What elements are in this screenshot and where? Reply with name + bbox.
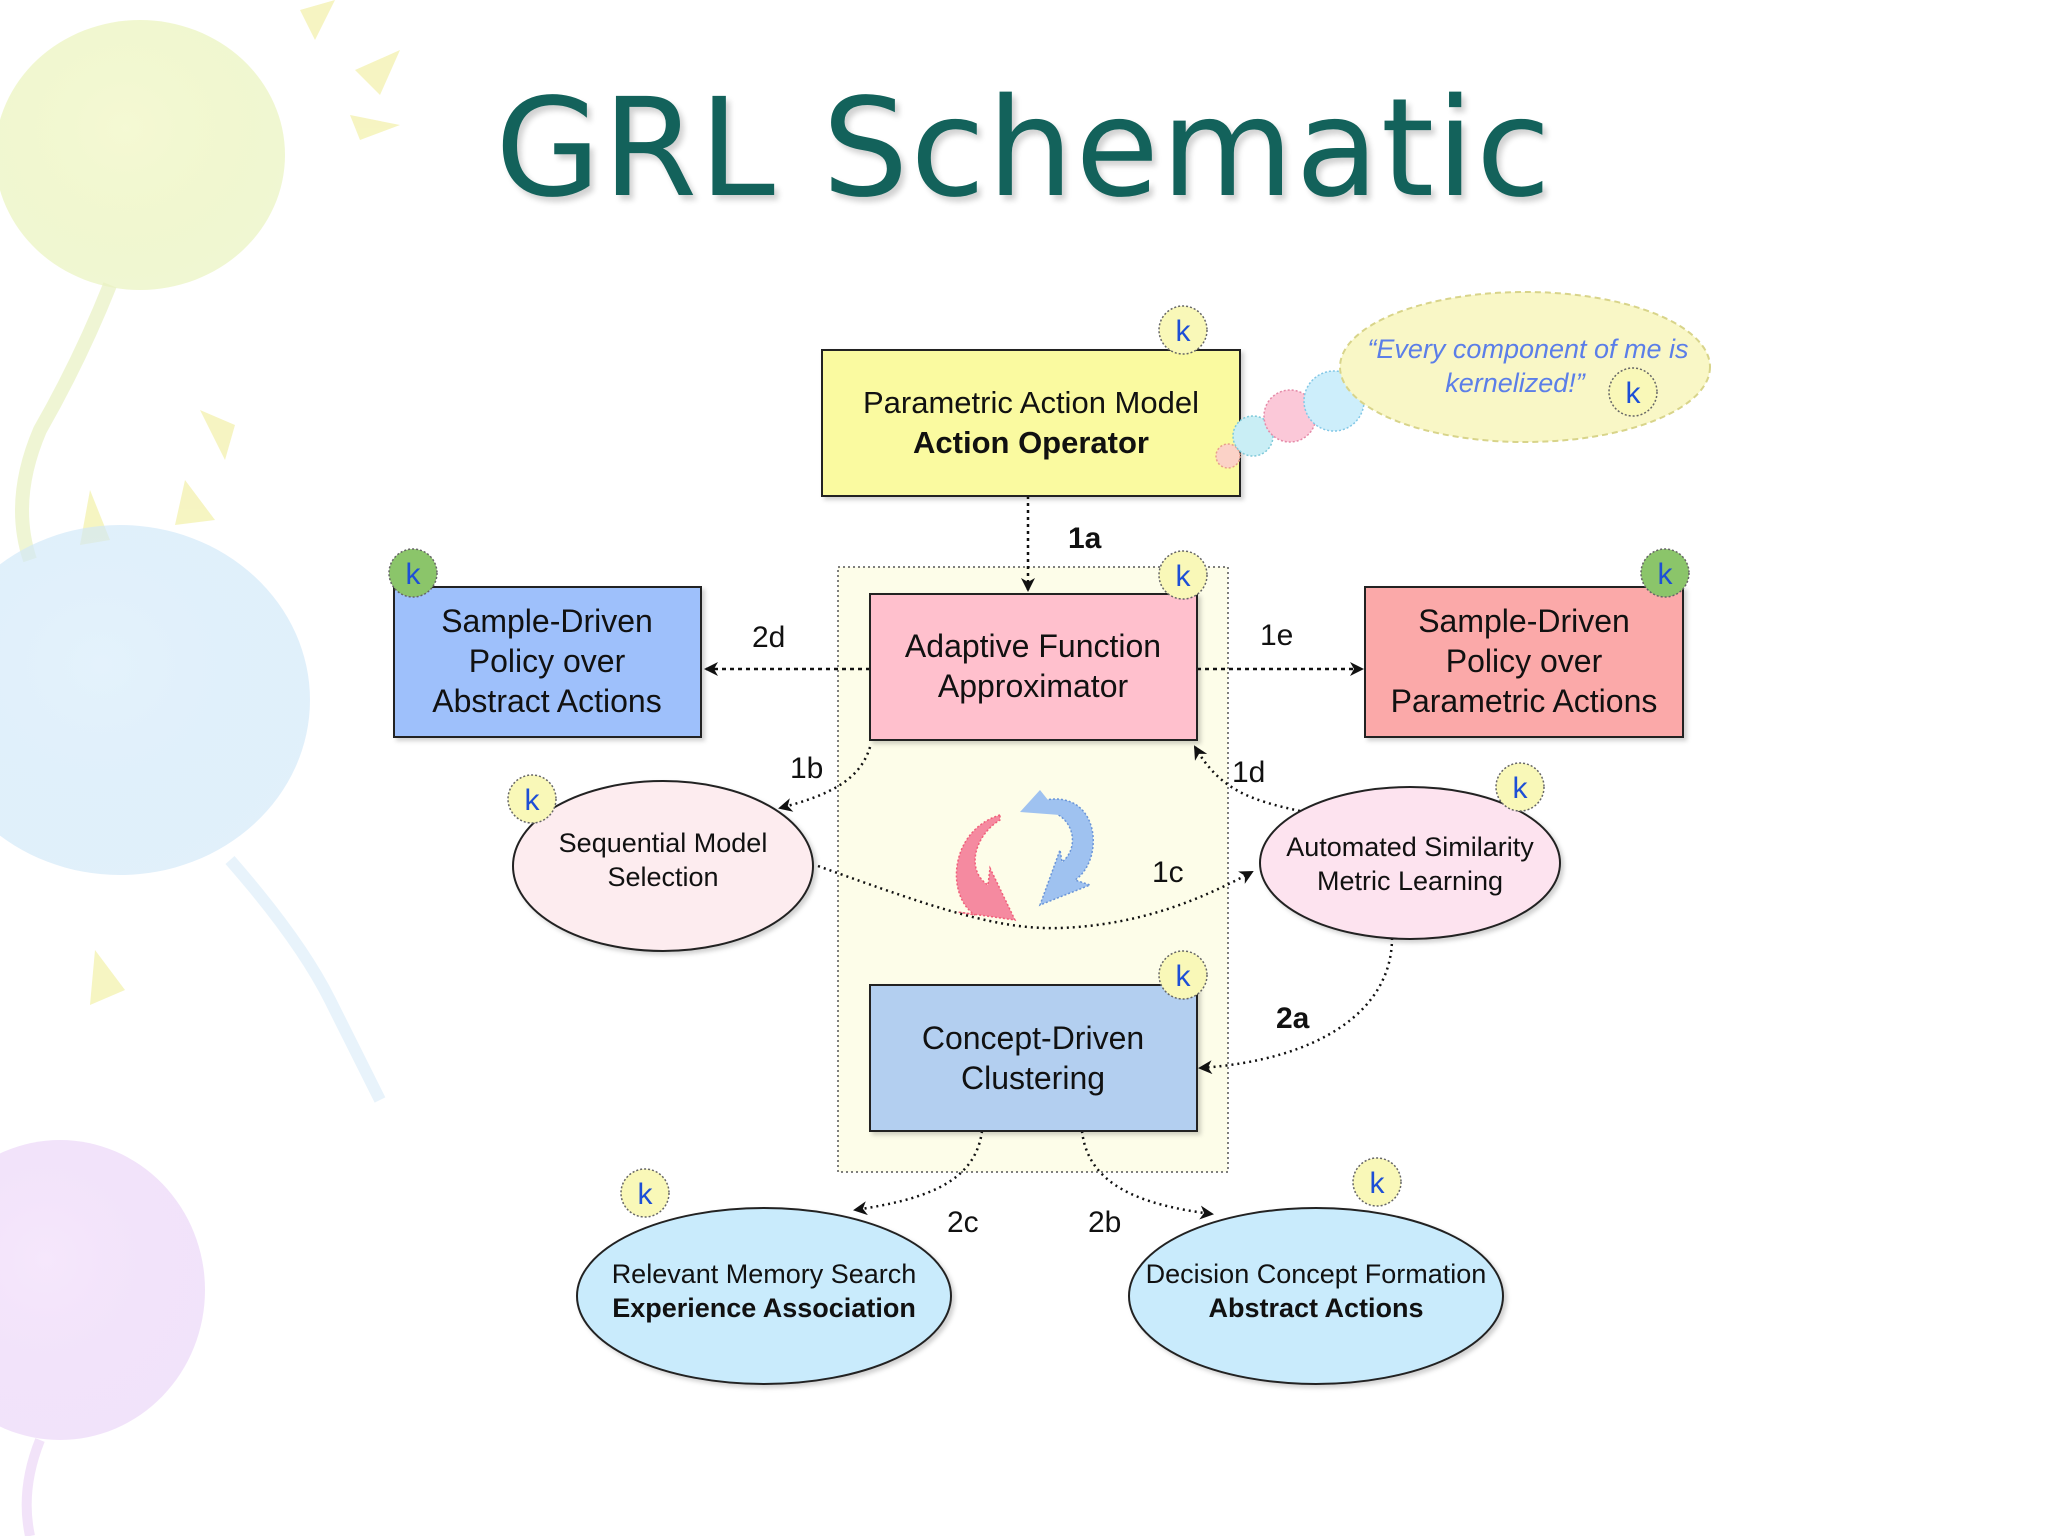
kernel-badge-clustering: k [1158,950,1208,1000]
node-label: Concept-Driven [922,1020,1144,1056]
edge-label-2c: 2c [947,1206,979,1239]
node-decision-concept-formation: Decision Concept Formation Abstract Acti… [1128,1207,1504,1385]
node-label: Sample-Driven [441,603,653,639]
node-policy-abstract-actions: Sample-Driven Policy over Abstract Actio… [393,586,702,738]
edge-label-2d: 2d [752,621,785,654]
edge-label-2b: 2b [1088,1206,1121,1239]
kernel-badge-label: k [1176,315,1192,348]
edge-label-1b: 1b [790,752,823,785]
sun-rays-decoration [80,0,400,1005]
node-sequential-model-selection: Sequential Model Selection [512,780,814,952]
edge-label-2a: 2a [1276,1002,1310,1035]
kernel-badge-label: k [525,784,541,817]
edge-2a [1198,937,1394,1075]
blue-balloon [0,525,310,875]
edge-2c [853,1130,984,1216]
node-label: Parametric Action Model [863,385,1199,420]
violet-balloon [0,1140,205,1440]
kernel-badge-decision: k [1352,1157,1402,1207]
kernel-badge-thought: k [1608,367,1658,417]
thought-text: “Every component of me is [1367,334,1688,364]
page-title: GRL Schematic [495,70,1553,228]
kernel-badge-label: k [1513,772,1529,805]
node-label: Abstract Actions [432,683,661,719]
edge-2b [1080,1130,1214,1220]
kernel-badge-memory: k [620,1168,670,1218]
edge-label-1a: 1a [1068,522,1102,555]
node-label: Clustering [961,1060,1105,1096]
node-label: Automated Similarity [1286,832,1534,862]
node-label: Experience Association [612,1293,916,1323]
edge-1b [778,746,872,812]
node-label: Approximator [938,668,1129,704]
node-policy-parametric-actions: Sample-Driven Policy over Parametric Act… [1364,586,1684,738]
node-adaptive-function-approximator: Adaptive Function Approximator [869,593,1198,741]
node-label: Selection [607,862,718,892]
kernel-badge-label: k [1176,960,1192,993]
node-label: Sample-Driven [1418,603,1630,639]
kernel-badge-label: k [1370,1167,1386,1200]
edge-label-1c: 1c [1152,856,1184,889]
thought-text: kernelized!” [1445,368,1586,398]
cycle-arrows-icon [955,790,1094,921]
kernel-badge-label: k [1626,377,1642,410]
node-label: Relevant Memory Search [612,1259,917,1289]
kernel-badge-sequential: k [507,774,557,824]
kernel-badge-label: k [406,558,422,591]
node-label: Decision Concept Formation [1146,1259,1487,1289]
node-relevant-memory-search: Relevant Memory Search Experience Associ… [576,1207,952,1385]
edge-label-1e: 1e [1260,619,1293,652]
node-label: Adaptive Function [905,628,1161,664]
kernel-badge-label: k [1658,558,1674,591]
node-label: Policy over [469,643,626,679]
yellow-balloon [0,20,285,290]
node-label: Metric Learning [1317,866,1503,896]
kernel-badge-similarity: k [1495,762,1545,812]
node-label: Sequential Model [559,828,768,858]
node-label: Parametric Actions [1391,683,1658,719]
edge-label-1d: 1d [1232,756,1265,789]
node-label: Action Operator [913,425,1149,460]
node-automated-similarity-metric-learning: Automated Similarity Metric Learning [1259,786,1561,940]
kernel-badge-policy-abstract: k [388,548,438,598]
node-label: Policy over [1446,643,1603,679]
kernel-badge-approximator: k [1158,550,1208,600]
kernel-badge-policy-parametric: k [1640,548,1690,598]
node-parametric-action-model: Parametric Action Model Action Operator [821,349,1241,497]
kernel-badge-parametric: k [1158,305,1208,355]
kernel-badge-label: k [1176,560,1192,593]
kernel-badge-label: k [638,1178,654,1211]
node-label: Abstract Actions [1208,1293,1423,1323]
node-concept-driven-clustering: Concept-Driven Clustering [869,984,1198,1132]
